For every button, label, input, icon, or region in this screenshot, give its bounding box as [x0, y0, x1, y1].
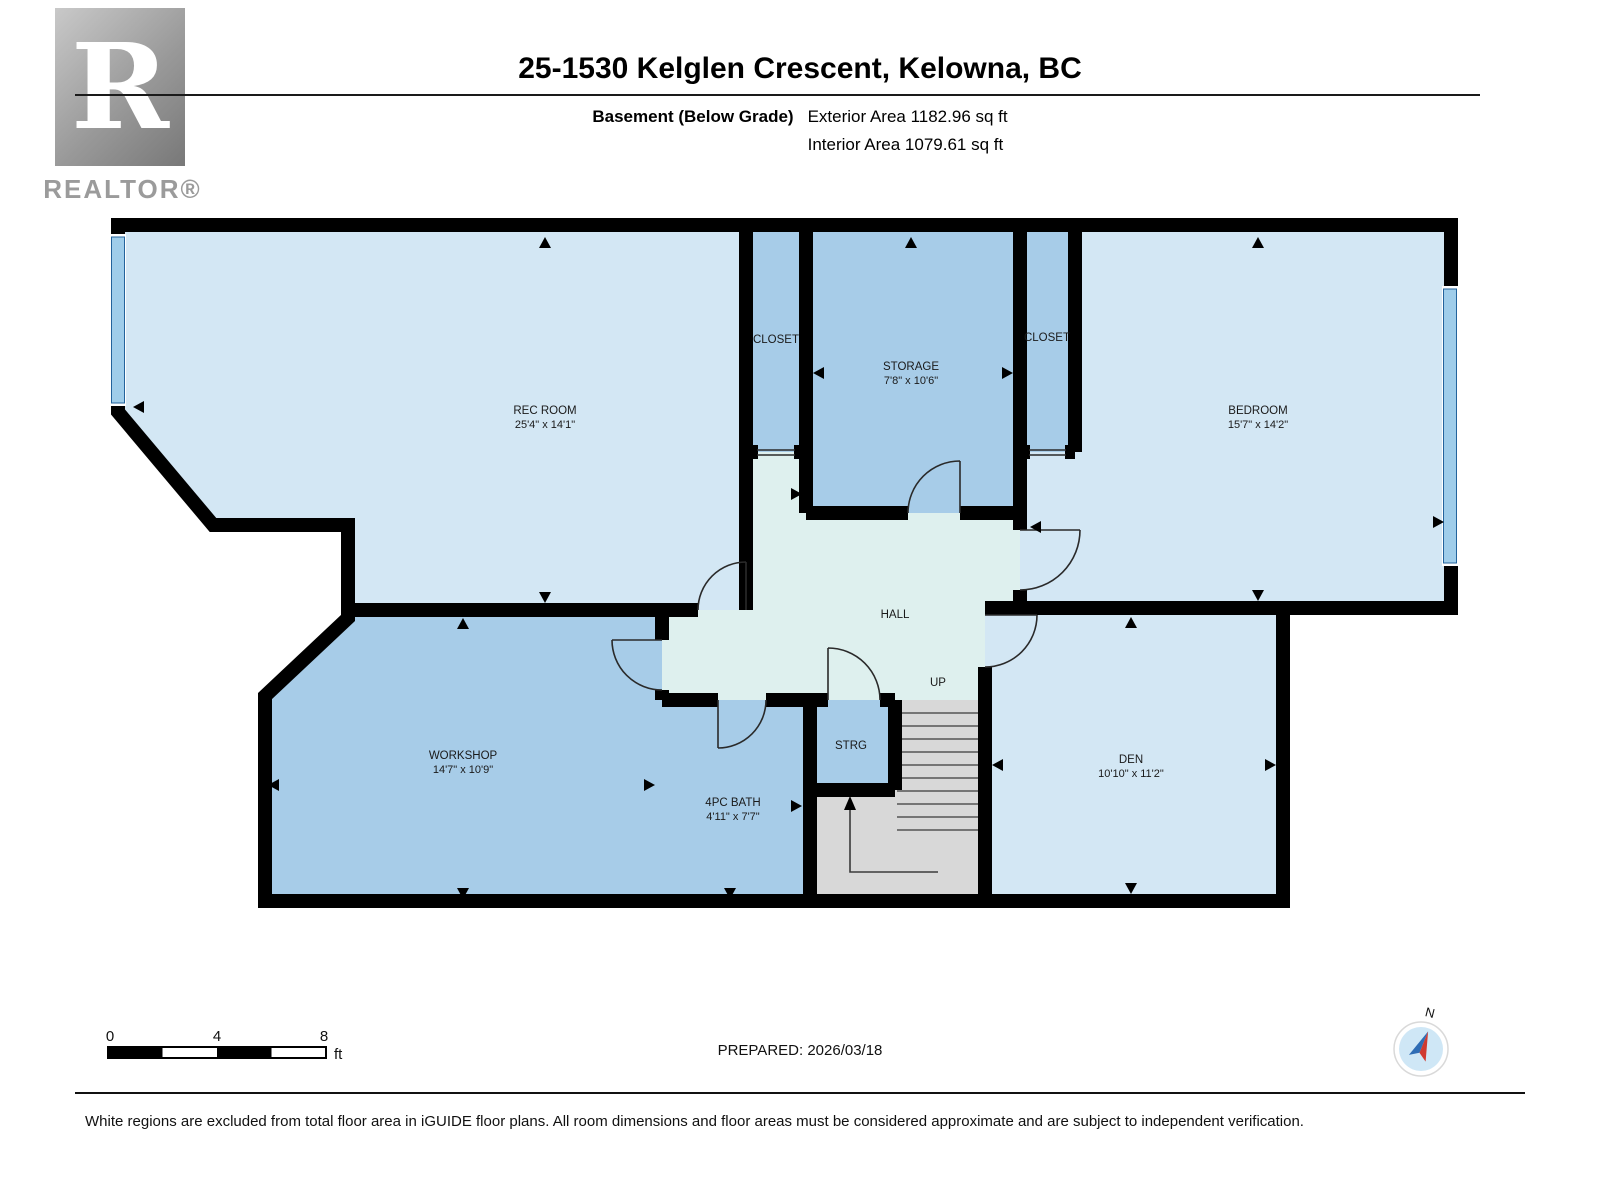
scale-label-8: 8 — [320, 1028, 328, 1045]
stair-treads — [897, 712, 983, 831]
rec-room-area — [118, 225, 746, 610]
floor-info: Basement (Below Grade) Exterior Area 118… — [0, 107, 1600, 155]
stairs-area — [810, 700, 985, 901]
prepared-date: PREPARED: 2026/03/18 — [717, 1042, 883, 1059]
staircase — [844, 712, 983, 873]
closet-right-door — [1029, 449, 1066, 456]
den-dims: 10'10" x 11'2" — [1098, 768, 1164, 780]
den-area — [985, 608, 1283, 901]
bedroom-window — [1443, 288, 1457, 564]
realtor-logo: R REALTOR® — [30, 8, 215, 205]
bath-arrow-down — [724, 888, 736, 899]
den-arrow-left — [992, 759, 1003, 771]
area-info: Exterior Area 1182.96 sq ft Interior Are… — [808, 107, 1008, 155]
storage-door — [907, 460, 961, 514]
compass-north-label: N — [1424, 1004, 1437, 1021]
workshop-door — [611, 639, 663, 691]
realtor-r-letter: R — [70, 17, 170, 156]
bedroom-area — [1020, 225, 1451, 608]
scale-label-0: 0 — [106, 1028, 114, 1045]
stair-up-arrowhead — [844, 796, 856, 810]
scale-segment-3 — [217, 1047, 272, 1058]
bath-area — [662, 700, 810, 901]
bedroom-door — [1019, 529, 1081, 591]
storage-arrow-left — [813, 367, 824, 379]
workshop-label: WORKSHOP — [429, 750, 498, 762]
compass: N — [1393, 1004, 1449, 1077]
closet-right-label: CLOSET — [1024, 332, 1070, 344]
dimension-arrows — [133, 237, 1444, 899]
bedroom-dims: 15'7" x 14'2" — [1228, 419, 1288, 431]
floor-label: Basement (Below Grade) — [592, 107, 794, 126]
scale-bar: 0 4 8 ft — [106, 1028, 343, 1063]
door-swings — [611, 460, 1081, 749]
den-arrow-right — [1265, 759, 1276, 771]
page-title: 25-1530 Kelglen Crescent, Kelowna, BC — [518, 52, 1082, 85]
interior-walls — [348, 225, 1283, 901]
workshop-arrow-left — [268, 779, 279, 791]
header-divider — [75, 94, 1480, 96]
den-arrow-down — [1125, 883, 1137, 894]
bath-arrow-right — [791, 800, 802, 812]
bedroom-arrow-down — [1252, 590, 1264, 601]
rec-room-label: REC ROOM — [513, 405, 576, 417]
rec-room-arrow-down — [539, 592, 551, 603]
stair-up-path — [849, 806, 938, 873]
rec-room-dims: 25'4" x 14'1" — [515, 419, 575, 431]
room-labels: REC ROOM 25'4" x 14'1" CLOSET STORAGE 7'… — [429, 332, 1288, 823]
den-arrow-up — [1125, 617, 1137, 628]
closet-doors — [757, 449, 1066, 456]
scale-segment-1 — [108, 1047, 163, 1058]
workshop-area — [265, 610, 662, 901]
den-door — [984, 614, 1038, 668]
workshop-dims: 14'7" x 10'9" — [433, 764, 493, 776]
rec-room-arrow-left — [133, 401, 144, 413]
storage-arrow-right — [1002, 367, 1013, 379]
windows — [110, 234, 1458, 566]
realtor-logo-box: R — [55, 8, 185, 166]
bedroom-label: BEDROOM — [1228, 405, 1287, 417]
storage-dims: 7'8" x 10'6" — [884, 375, 938, 387]
room-fills — [118, 225, 1451, 901]
workshop-arrow-right — [644, 779, 655, 791]
strg-label: STRG — [835, 740, 867, 752]
storage-label: STORAGE — [883, 361, 939, 373]
bedroom-arrow-right — [1433, 516, 1444, 528]
interior-area: Interior Area 1079.61 sq ft — [807, 135, 1004, 154]
stairs-up-label: UP — [930, 677, 946, 689]
bath-dims: 4'11" x 7'7" — [706, 811, 759, 823]
storage-area — [806, 225, 1020, 513]
storage-arrow-up — [905, 237, 917, 248]
scale-unit: ft — [334, 1046, 343, 1063]
footer-divider — [75, 1092, 1525, 1094]
bath-label: 4PC BATH — [705, 797, 760, 809]
realtor-logo-wordmark: REALTOR® — [43, 174, 202, 204]
strg-area — [810, 700, 895, 790]
den-label: DEN — [1119, 754, 1143, 766]
rec-room-arrow-up — [539, 237, 551, 248]
hall-label: HALL — [881, 609, 910, 621]
exterior-area: Exterior Area 1182.96 sq ft — [807, 107, 1008, 126]
strg-door — [827, 647, 881, 701]
bedroom-arrow-up — [1252, 237, 1264, 248]
closet-right-area — [1020, 225, 1075, 452]
scale-label-4: 4 — [213, 1028, 221, 1045]
hall-arrow-right — [791, 488, 802, 500]
closet-left-door — [757, 449, 795, 456]
closet-left-label: CLOSET — [753, 334, 799, 346]
closet-left-area — [746, 225, 806, 452]
bedroom-arrow-left — [1030, 521, 1041, 533]
rec-room-window — [111, 236, 125, 404]
rec-room-door — [697, 561, 747, 611]
workshop-arrow-up — [457, 618, 469, 629]
workshop-arrow-down — [457, 888, 469, 899]
disclaimer-text: White regions are excluded from total fl… — [85, 1113, 1304, 1130]
compass-needle-red — [1419, 1031, 1429, 1062]
bath-door — [717, 699, 767, 749]
